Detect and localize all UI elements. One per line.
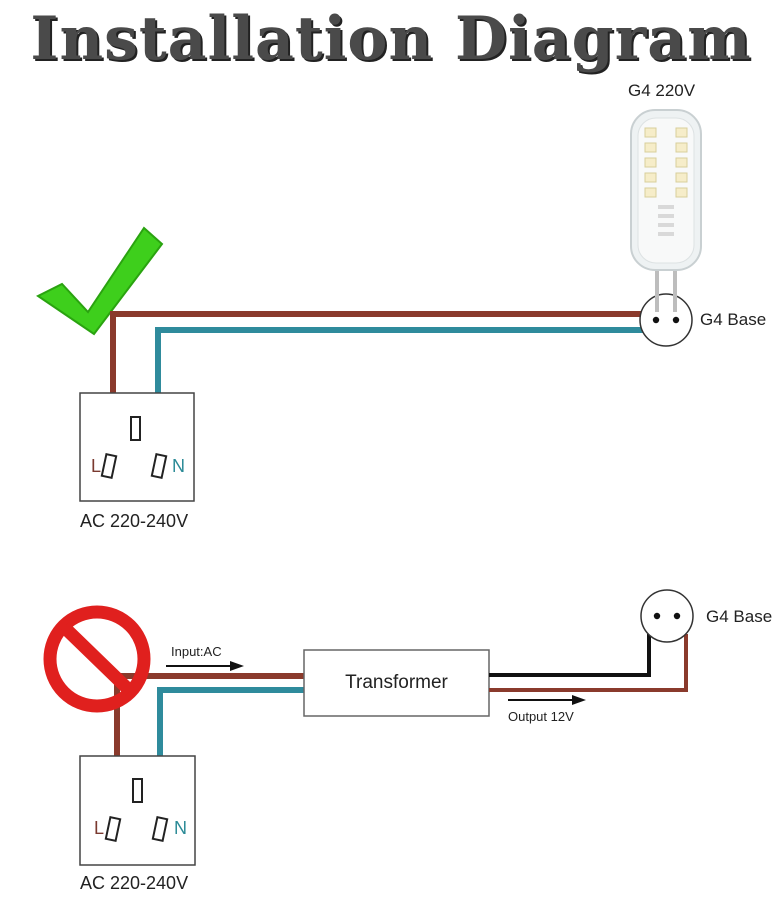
led-bulb-icon [630,109,702,312]
earth-slot [132,778,143,803]
transformer-box [303,649,490,717]
output-wire-brown [489,634,688,692]
live-slot [100,453,118,479]
output-label: Output 12V [508,709,574,724]
wall-socket-bottom [79,755,196,866]
neutral-label-top: N [172,456,185,476]
output-arrow [508,695,586,705]
earth-slot [130,416,141,441]
live-slot [104,816,122,842]
g4-base-pin-right [673,612,681,620]
page-title: Installation Diagram [30,4,752,74]
wall-socket-top [79,392,195,502]
input-arrow [166,661,244,671]
neutral-slot [151,816,169,842]
socket-label-top: AC 220-240V [80,511,189,531]
neutral-slot [150,453,168,479]
bulb-label: G4 220V [628,81,696,100]
live-label-top: L [91,456,102,476]
output-wire-black [489,634,651,677]
checkmark-icon [36,226,164,336]
g4-base-pin-left [652,316,660,324]
neutral-label-bottom: N [174,818,187,838]
g4-base-pin-left [653,612,661,620]
neutral-wire-top [155,327,655,462]
g4-base-label-bottom: G4 Base [706,607,773,626]
g4-base-bottom [640,589,694,643]
g4-base-top [639,293,693,347]
live-label-bottom: L [94,818,105,838]
socket-label-bottom: AC 220-240V [80,873,189,893]
g4-base-pin-right [672,316,680,324]
prohibited-icon [43,605,151,713]
input-label: Input:AC [171,644,222,659]
g4-base-label-top: G4 Base [700,310,767,329]
transformer-label: Transformer [345,672,448,693]
